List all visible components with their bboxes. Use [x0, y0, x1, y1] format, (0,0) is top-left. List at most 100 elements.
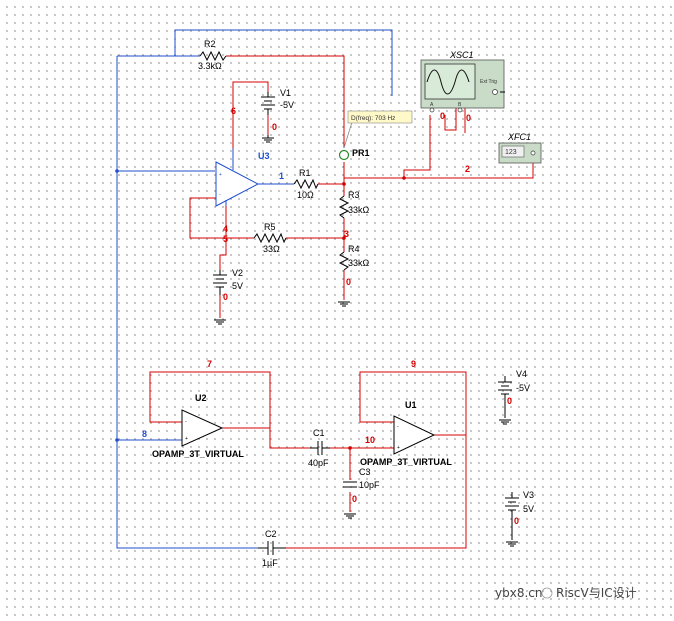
net-5: 5 — [223, 234, 228, 244]
r5-value: 33Ω — [263, 244, 280, 254]
capacitor-c1[interactable]: C1 40pF — [308, 428, 330, 468]
pr1-name: PR1 — [352, 148, 370, 158]
xsc1-name: XSC1 — [449, 50, 474, 60]
net-1: 1 — [279, 171, 284, 181]
resistor-r4[interactable]: R4 33kΩ — [338, 244, 370, 271]
resistor-r5[interactable]: R5 33Ω — [253, 222, 287, 254]
u3-plus-pin: + — [219, 172, 222, 178]
opamp-u3[interactable]: + - U3 — [215, 148, 270, 207]
net-4: 4 — [223, 224, 228, 234]
c1-value: 40pF — [308, 458, 329, 468]
wire-c2-right — [286, 435, 467, 549]
net-6: 6 — [231, 106, 236, 116]
opamp-u1[interactable]: - + U1 OPAMP_3T_VIRTUAL — [360, 400, 452, 467]
u1-plus-pin: + — [397, 445, 400, 451]
resistor-r1[interactable]: R1 10Ω — [293, 168, 319, 200]
r2-value: 3.3kΩ — [198, 61, 222, 71]
oscilloscope-xsc1[interactable]: XSC1 Ext Trig A B — [420, 50, 505, 113]
sine-wave-icon — [426, 69, 470, 95]
u1-minus-pin: - — [397, 424, 399, 430]
watermark-text: RiscV与IC设计 — [556, 586, 637, 600]
ground-v1-icon — [262, 135, 274, 143]
scope-screen — [424, 63, 476, 100]
v2-name: V2 — [232, 268, 243, 278]
wechat-icon — [541, 587, 553, 599]
wire-net6 — [232, 81, 269, 148]
battery-v1[interactable]: V1 -5V — [261, 88, 294, 115]
c2-name: C2 — [265, 529, 277, 539]
resistor-r3[interactable]: R3 33kΩ — [338, 190, 370, 219]
r3-name: R3 — [348, 190, 360, 200]
wire-net5 — [189, 197, 254, 239]
scope-ch-b: B — [458, 102, 462, 108]
net-labels: 6 0 1 2 3 4 5 0 0 0 0 7 8 9 10 0 0 0 — [142, 106, 519, 526]
wire-net7 — [149, 371, 271, 428]
c2-value: 1µF — [262, 558, 278, 568]
net-0-sc-b: 0 — [466, 113, 471, 123]
scope-ext-trig: Ext Trig — [480, 79, 497, 85]
wire-net9 — [359, 371, 467, 435]
pr1-readout: D(freq): 703 Hz — [351, 115, 395, 122]
resistor-r2[interactable]: R2 3.3kΩ — [198, 39, 227, 71]
r4-value: 33kΩ — [348, 258, 370, 268]
r1-name: R1 — [299, 168, 311, 178]
grounds — [214, 135, 518, 547]
opamp-u2[interactable]: - + U2 OPAMP_3T_VIRTUAL — [152, 393, 244, 459]
net-8: 8 — [142, 429, 147, 439]
ground-v3-icon — [506, 541, 518, 547]
scope-ch-a: A — [430, 102, 434, 108]
wire-u2-out — [222, 427, 310, 449]
v3-name: V3 — [523, 490, 534, 500]
capacitor-c2[interactable]: C2 1µF — [258, 529, 286, 568]
v4-value: -5V — [516, 383, 530, 393]
probe-pr1[interactable]: PR1 D(freq): 703 Hz — [338, 110, 413, 161]
u1-model: OPAMP_3T_VIRTUAL — [360, 457, 452, 467]
c3-value: 10pF — [359, 480, 380, 490]
r3-value: 33kΩ — [348, 205, 370, 215]
xfc1-display: 123 — [505, 149, 517, 156]
wire-net2 — [404, 162, 534, 179]
battery-v2[interactable]: V2 5V — [213, 268, 243, 295]
ground-c3-icon — [344, 513, 356, 519]
watermark-site: ybx8.cn — [495, 586, 542, 600]
ground-v2-icon — [214, 319, 226, 325]
wire-scope-a — [174, 29, 393, 96]
wire-net4 — [219, 200, 227, 270]
v3-value: 5V — [523, 504, 534, 514]
wire-left-bus — [116, 56, 258, 549]
u3-minus-pin: - — [219, 192, 221, 198]
c3-name: C3 — [359, 467, 371, 477]
frequency-counter-xfc1[interactable]: XFC1 123 — [498, 132, 542, 164]
net-7: 7 — [207, 359, 212, 369]
net-0-v1: 0 — [272, 122, 277, 132]
u1-name: U1 — [405, 400, 417, 410]
r1-value: 10Ω — [297, 190, 314, 200]
v4-name: V4 — [516, 369, 527, 379]
capacitor-c3[interactable]: C3 10pF — [343, 467, 380, 490]
r2-name: R2 — [204, 39, 216, 49]
v1-name: V1 — [280, 88, 291, 98]
net-10: 10 — [365, 435, 375, 445]
r4-name: R4 — [348, 244, 360, 254]
u2-name: U2 — [195, 393, 207, 403]
net-0-v3: 0 — [514, 516, 519, 526]
wire-scope-gnd — [444, 108, 457, 131]
net-0-v2: 0 — [223, 292, 228, 302]
c1-name: C1 — [313, 428, 325, 438]
battery-v3[interactable]: V3 5V — [505, 490, 534, 540]
wires — [115, 29, 534, 549]
u2-minus-pin: - — [185, 419, 187, 425]
wire-scope-link — [344, 115, 431, 179]
net-0-r4: 0 — [346, 277, 351, 287]
battery-v4[interactable]: V4 -5V — [498, 369, 530, 418]
net-0-sc-a: 0 — [440, 111, 445, 121]
net-2: 2 — [465, 164, 470, 174]
probe-readout-box — [347, 110, 413, 124]
net-3: 3 — [344, 229, 349, 239]
net-0-c3: 0 — [352, 494, 357, 504]
ground-r4-icon — [338, 301, 350, 307]
u2-model: OPAMP_3T_VIRTUAL — [152, 449, 244, 459]
net-0-v4: 0 — [507, 396, 512, 406]
u2-plus-pin: + — [185, 436, 188, 442]
